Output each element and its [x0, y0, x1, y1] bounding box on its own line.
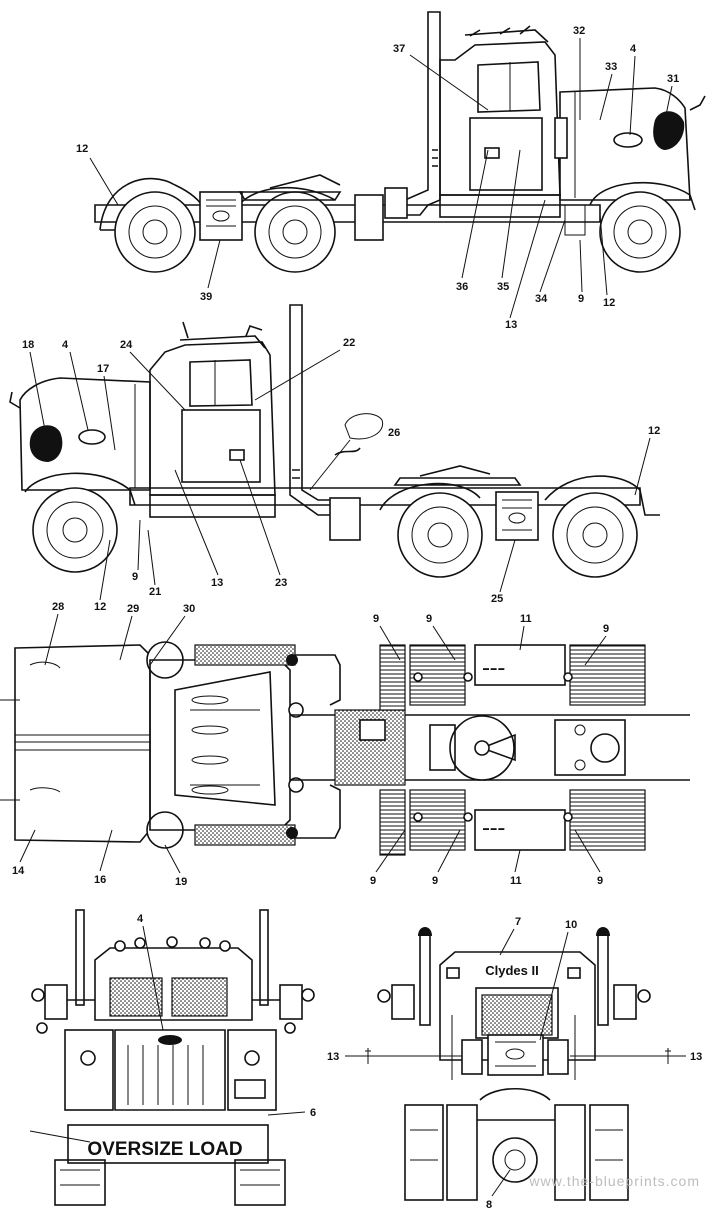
callout-label: 4 [62, 339, 69, 351]
callout-label: 22 [343, 337, 355, 349]
callout-label: 10 [565, 919, 577, 931]
front-view-callouts: 4 6 [29, 913, 316, 1143]
callout-label: 21 [149, 586, 161, 598]
callout-label: 12 [76, 143, 88, 155]
callout-label: 8 [486, 1199, 492, 1211]
callout-label: 39 [200, 291, 212, 303]
callout-label: 13 [211, 577, 223, 589]
headboard-name: Clydes II [485, 963, 538, 978]
callout-label: 24 [120, 339, 133, 351]
callout-label: 14 [12, 865, 25, 877]
callout-label: 12 [603, 297, 615, 309]
top-view: ▬ ▬ ▬ ▬ ▬ ▬ [0, 641, 690, 856]
callout-label: 18 [22, 339, 34, 351]
callout-label: 9 [597, 875, 603, 887]
right-side-callouts: 37 32 4 33 31 12 39 36 35 13 34 9 12 [76, 25, 679, 331]
callout-label: 9 [373, 613, 379, 625]
oversize-load-banner: OVERSIZE LOAD [87, 1139, 242, 1160]
left-side-callouts: 18 4 17 24 22 26 12 13 23 25 9 12 21 [22, 337, 660, 613]
callout-label: 34 [535, 293, 548, 305]
right-side-view [94, 11, 706, 273]
callout-label: 32 [573, 25, 585, 37]
callout-label: 13 [327, 1051, 339, 1063]
callout-label: 16 [94, 874, 106, 886]
rear-view [377, 927, 651, 1201]
callout-label: 35 [497, 281, 509, 293]
callout-label: 33 [605, 61, 617, 73]
left-side-view [9, 304, 660, 578]
rear-view-callouts: 7 10 13 13 8 [327, 916, 702, 1211]
callout-label: 30 [183, 603, 195, 615]
callout-label: 12 [94, 601, 106, 613]
callout-label: 11 [520, 613, 532, 625]
callout-label: 9 [370, 875, 376, 887]
callout-label: 26 [388, 427, 400, 439]
callout-label: 12 [648, 425, 660, 437]
site-watermark: www.the-blueprints.com [528, 1173, 700, 1189]
callout-label: 31 [667, 73, 679, 85]
callout-label: 9 [426, 613, 432, 625]
callout-label: 7 [515, 916, 521, 928]
callout-label: 6 [310, 1107, 316, 1119]
callout-label: 9 [578, 293, 584, 305]
callout-label: 25 [491, 593, 503, 605]
callout-label: 29 [127, 603, 139, 615]
callout-label: 17 [97, 363, 109, 375]
callout-label: 11 [510, 875, 522, 887]
callout-label: 4 [137, 913, 144, 925]
mudflap-text: ▬ ▬ ▬ [483, 666, 504, 672]
callout-label: 37 [393, 43, 405, 55]
mudflap-text: ▬ ▬ ▬ [483, 826, 504, 832]
callout-label: 9 [603, 623, 609, 635]
callout-label: 9 [432, 875, 438, 887]
top-view-callouts: 28 29 30 9 9 11 9 14 16 19 9 9 11 9 [12, 601, 609, 888]
callout-label: 9 [132, 571, 138, 583]
front-view [31, 909, 315, 1206]
callout-label: 13 [690, 1051, 702, 1063]
callout-label: 28 [52, 601, 64, 613]
callout-label: 13 [505, 319, 517, 331]
callout-label: 4 [630, 43, 637, 55]
callout-label: 23 [275, 577, 287, 589]
callout-label: 36 [456, 281, 468, 293]
callout-label: 19 [175, 876, 187, 888]
